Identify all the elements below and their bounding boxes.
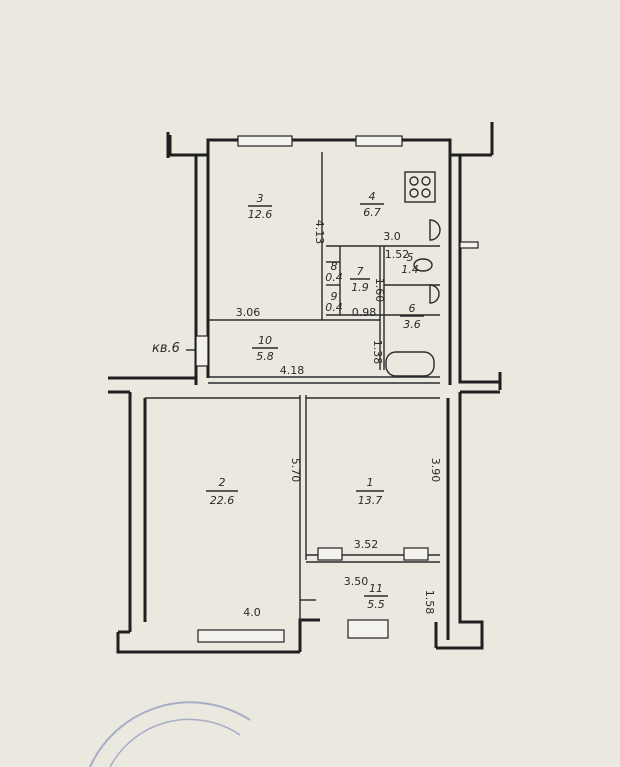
room-9-number: 9	[331, 290, 338, 303]
dim-3-06: 3.06	[236, 306, 261, 319]
apartment-label: кв.6	[152, 341, 180, 356]
window-room3	[237, 135, 293, 147]
room-7-number: 7	[357, 265, 364, 278]
window-room2	[197, 629, 285, 643]
room-4-number: 4	[369, 190, 376, 203]
dim-1-58: 1.58	[423, 590, 436, 615]
room-labels: 3 12.6 4 6.7 8 0.4 9 0.4 7 1.9 5 1.4 6 3…	[206, 190, 424, 611]
room-1-area: 13.7	[358, 494, 383, 507]
room-6-area: 3.6	[403, 318, 421, 331]
balcony-door-left	[317, 547, 343, 561]
dimension-labels: 4.13 3.06 3.0 1.52 1.60 0.98 1.38 4.18 5…	[236, 220, 442, 619]
room-11-area: 5.5	[367, 598, 385, 611]
room-3-number: 3	[257, 192, 264, 205]
dim-0-98: 0.98	[352, 306, 377, 319]
dim-3-90: 3.90	[429, 458, 442, 483]
balcony-door-right	[403, 547, 429, 561]
exterior-walls	[108, 122, 502, 654]
window-room4	[355, 135, 403, 147]
dim-3-50: 3.50	[344, 575, 369, 588]
stove-icon	[404, 171, 436, 203]
room-8-number: 8	[331, 260, 338, 273]
dim-4-0: 4.0	[243, 606, 261, 619]
room-4-area: 6.7	[363, 206, 381, 219]
dim-1-38: 1.38	[371, 340, 384, 365]
room-10-number: 10	[258, 334, 272, 347]
washbasin-icon	[413, 258, 433, 272]
room-8-area: 0.4	[325, 271, 343, 284]
stamp-fragment	[89, 701, 251, 767]
sink-icon	[429, 219, 441, 241]
dim-3-0: 3.0	[383, 230, 401, 243]
windows	[195, 135, 479, 643]
room-9-area: 0.4	[325, 301, 343, 314]
bay-window	[347, 619, 389, 639]
room-5-area: 1.4	[401, 263, 419, 276]
room-3-area: 12.6	[248, 208, 273, 221]
room-5-number: 5	[407, 251, 414, 264]
dim-5-70: 5.70	[289, 458, 302, 483]
pipe-right	[459, 241, 479, 249]
dim-1-60: 1.60	[373, 278, 386, 303]
room-10-area: 5.8	[256, 350, 274, 363]
dim-4-18: 4.18	[280, 364, 305, 377]
dim-1-52: 1.52	[385, 248, 410, 261]
room-2-area: 22.6	[210, 494, 235, 507]
room-7-area: 1.9	[351, 281, 369, 294]
window-room10	[195, 335, 209, 367]
room-1-number: 1	[367, 476, 374, 489]
room-11-number: 11	[369, 582, 383, 595]
toilet-icon	[429, 284, 440, 304]
fixtures	[385, 171, 441, 377]
room-6-number: 6	[409, 302, 416, 315]
bathtub-icon	[385, 351, 435, 377]
room-2-number: 2	[219, 476, 226, 489]
dim-3-52: 3.52	[354, 538, 379, 551]
dim-4-13: 4.13	[313, 220, 326, 245]
